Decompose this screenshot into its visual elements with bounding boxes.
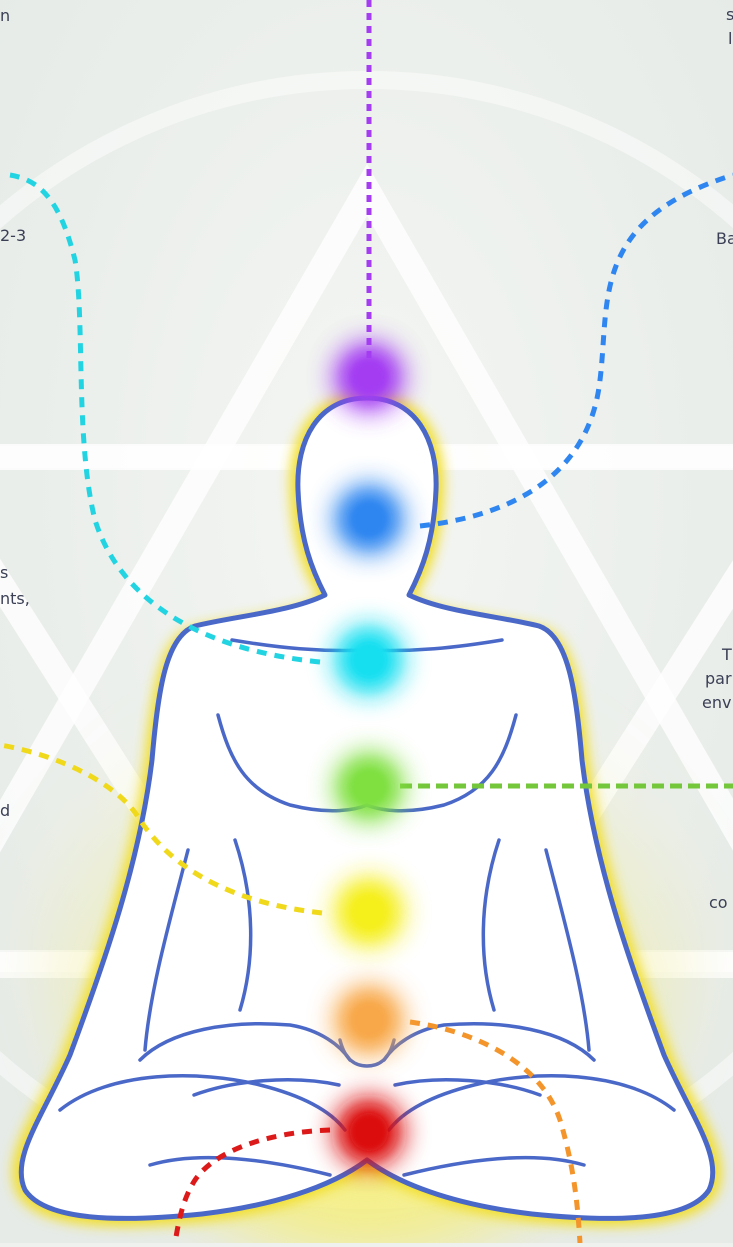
crown-chakra-core (350, 358, 388, 396)
heart-chakra-core (350, 768, 388, 806)
text-fragment: nts, (0, 589, 30, 609)
text-fragment: env (702, 693, 731, 713)
text-fragment: l (728, 29, 732, 49)
heart-chakra (331, 749, 407, 825)
third-eye-chakra (331, 481, 407, 557)
sacral-chakra (331, 982, 407, 1058)
root-chakra (331, 1094, 407, 1170)
text-fragment: T (722, 645, 732, 665)
text-fragment: 2-3 (0, 226, 26, 246)
text-fragment: par (705, 669, 732, 689)
sacral-chakra-core (350, 1001, 388, 1039)
text-fragment: n (0, 6, 10, 26)
solar-plexus-chakra (331, 874, 407, 950)
third-eye-chakra-core (350, 500, 388, 538)
text-fragment: d (0, 801, 10, 821)
throat-chakra-core (350, 641, 388, 679)
throat-chakra (331, 622, 407, 698)
text-fragment: s (0, 563, 8, 583)
crown-chakra (331, 339, 407, 415)
text-fragment: s (726, 5, 733, 25)
root-chakra-core (350, 1113, 388, 1151)
text-fragment: co (709, 893, 728, 913)
text-fragment: Ba (716, 229, 733, 249)
solar-plexus-chakra-core (350, 893, 388, 931)
